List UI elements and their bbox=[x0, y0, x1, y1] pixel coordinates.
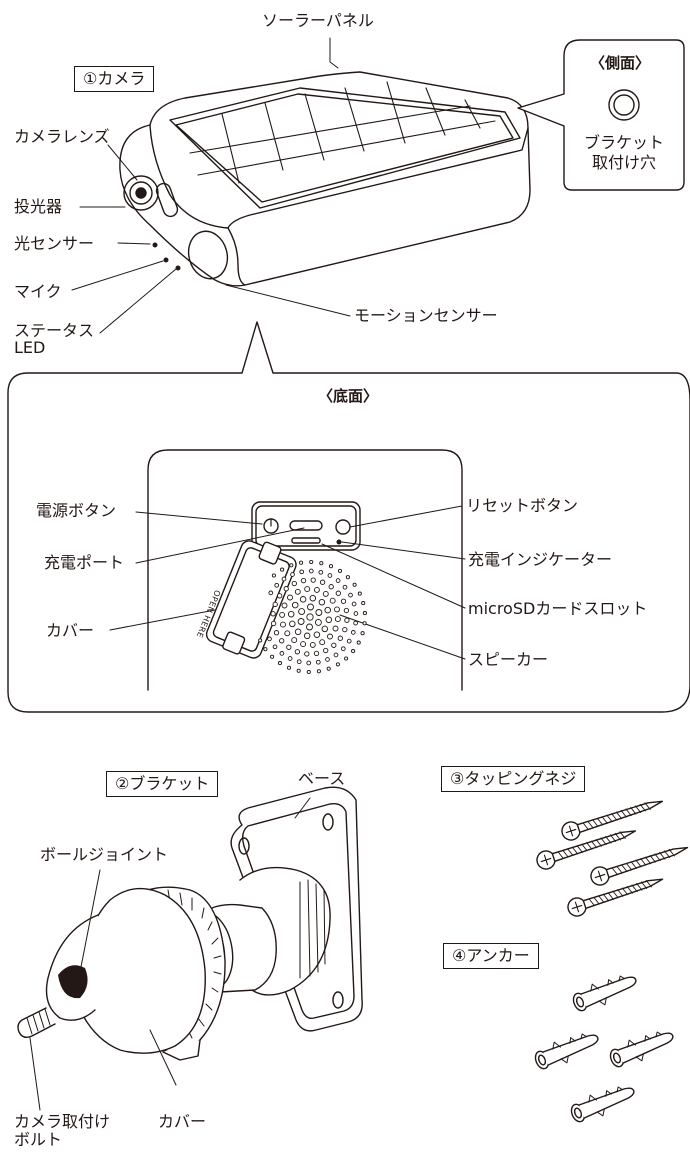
microsd-slot-label: microSDカードスロット bbox=[468, 599, 648, 618]
projector-label: 投光器 bbox=[14, 197, 63, 216]
power-button-label: 電源ボタン bbox=[36, 501, 117, 520]
motion-sensor-dome bbox=[187, 230, 229, 280]
side-view-callout bbox=[517, 39, 685, 191]
bottom-view-title: 〈底面〉 bbox=[318, 387, 379, 405]
camera-lens-ring bbox=[123, 175, 159, 211]
status-led-label-1: ステータス bbox=[14, 321, 95, 340]
anchors-illustration bbox=[534, 975, 674, 1123]
ball-joint-label: ボールジョイント bbox=[40, 845, 169, 864]
charge-indicator-label: 充電インジケーター bbox=[468, 550, 613, 569]
light-sensor-label: 光センサー bbox=[14, 234, 95, 253]
camera-section-label: ①カメラ bbox=[74, 66, 155, 92]
screws-section-label: ③タッピングネジ bbox=[441, 766, 586, 792]
bracket-hole-label-2: 取付け穴 bbox=[592, 153, 657, 172]
bracket-cover-label: カバー bbox=[158, 1112, 207, 1131]
cover-label: カバー bbox=[46, 621, 95, 640]
screws-illustration bbox=[536, 800, 689, 917]
bracket-hole-label-1: ブラケット bbox=[584, 133, 665, 152]
camera-illustration bbox=[119, 71, 531, 287]
solar-panel-label: ソーラーパネル bbox=[262, 11, 374, 30]
charge-port-label: 充電ポート bbox=[44, 553, 125, 572]
reset-button-label: リセットボタン bbox=[466, 496, 579, 515]
mic-label: マイク bbox=[14, 282, 62, 301]
usb-c-port bbox=[289, 520, 323, 531]
bracket-illustration bbox=[17, 786, 363, 1111]
power-button-icon bbox=[263, 518, 279, 534]
motion-sensor-label: モーションセンサー bbox=[354, 306, 498, 325]
bracket-section-label: ②ブラケット bbox=[106, 771, 219, 797]
speaker-label: スピーカー bbox=[468, 650, 549, 669]
side-view-title: 〈側面〉 bbox=[590, 54, 651, 72]
mount-bolt-label-1: カメラ取付け bbox=[14, 1112, 111, 1131]
speaker-grille bbox=[258, 559, 367, 675]
bottom-view-callout bbox=[7, 321, 690, 713]
mount-bolt-label-2: ボルト bbox=[14, 1130, 63, 1149]
anchors-section-label: ④アンカー bbox=[443, 943, 539, 969]
base-label: ベース bbox=[298, 769, 346, 788]
camera-lens-label: カメラレンズ bbox=[14, 127, 110, 146]
status-led-label-2: LED bbox=[14, 338, 46, 357]
